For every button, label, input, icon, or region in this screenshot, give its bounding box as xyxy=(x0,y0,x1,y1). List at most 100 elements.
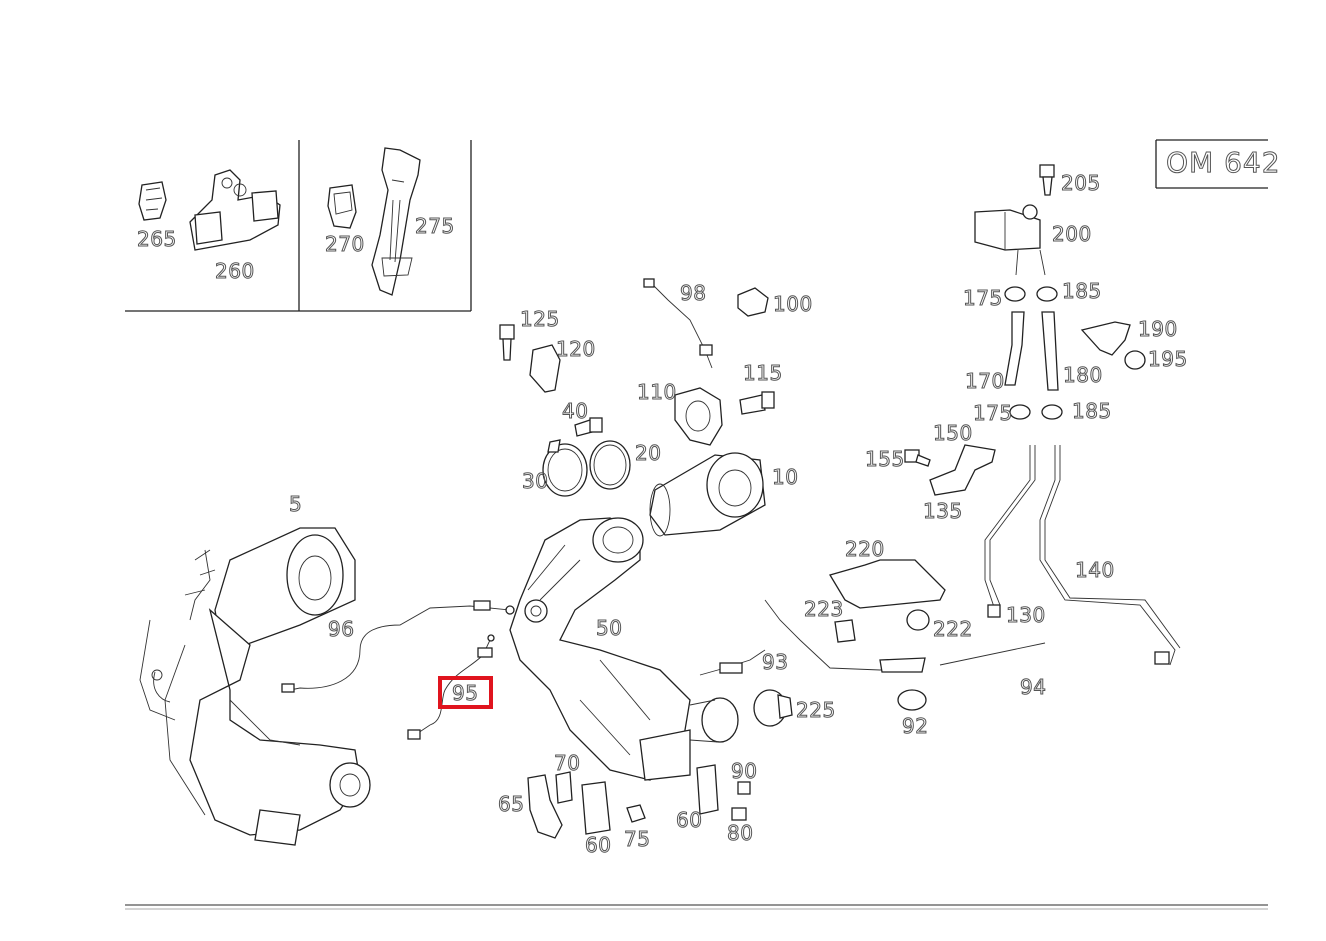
label-60-b[interactable]: 60 xyxy=(676,808,703,833)
label-40[interactable]: 40 xyxy=(562,399,589,424)
part-260-bracket[interactable] xyxy=(189,169,281,251)
label-20[interactable]: 20 xyxy=(635,441,662,466)
part-20-gasket[interactable] xyxy=(589,440,631,490)
part-223-clip[interactable] xyxy=(834,619,856,643)
label-115[interactable]: 115 xyxy=(743,361,783,386)
label-120[interactable]: 120 xyxy=(556,337,596,362)
label-200[interactable]: 200 xyxy=(1052,222,1092,247)
inset-panels xyxy=(125,140,472,312)
part-195-nut[interactable] xyxy=(1124,350,1146,370)
label-275[interactable]: 275 xyxy=(415,214,455,239)
part-75-nut[interactable] xyxy=(626,804,646,823)
label-90[interactable]: 90 xyxy=(731,759,758,784)
label-96[interactable]: 96 xyxy=(328,617,355,642)
label-65[interactable]: 65 xyxy=(498,792,525,817)
label-125[interactable]: 125 xyxy=(520,307,560,332)
part-190-bracket[interactable] xyxy=(1080,321,1131,356)
label-5[interactable]: 5 xyxy=(289,492,303,517)
part-93-sensor[interactable] xyxy=(699,649,766,676)
part-110-flange-gasket[interactable] xyxy=(674,387,723,446)
label-185-a[interactable]: 185 xyxy=(1062,279,1102,304)
highlight-box-95 xyxy=(438,676,493,709)
label-60-a[interactable]: 60 xyxy=(585,833,612,858)
label-205[interactable]: 205 xyxy=(1061,171,1101,196)
label-155[interactable]: 155 xyxy=(865,447,905,472)
label-75[interactable]: 75 xyxy=(624,827,651,852)
part-90-bolt[interactable] xyxy=(737,781,751,795)
label-223[interactable]: 223 xyxy=(804,597,844,622)
label-260[interactable]: 260 xyxy=(215,259,255,284)
label-95[interactable]: 95 xyxy=(452,681,479,706)
label-190[interactable]: 190 xyxy=(1138,317,1178,342)
label-130[interactable]: 130 xyxy=(1006,603,1046,628)
label-180[interactable]: 180 xyxy=(1063,363,1103,388)
part-270-clip[interactable] xyxy=(327,184,357,229)
part-120-bracket[interactable] xyxy=(529,344,561,393)
label-140[interactable]: 140 xyxy=(1075,558,1115,583)
label-92[interactable]: 92 xyxy=(902,714,929,739)
label-185-b[interactable]: 185 xyxy=(1072,399,1112,424)
part-65-bracket[interactable] xyxy=(527,774,563,839)
label-80[interactable]: 80 xyxy=(727,821,754,846)
label-225[interactable]: 225 xyxy=(796,698,836,723)
label-220[interactable]: 220 xyxy=(845,537,885,562)
label-30[interactable]: 30 xyxy=(522,469,549,494)
part-10-catalytic-converter[interactable] xyxy=(649,452,766,537)
part-98-sensor[interactable] xyxy=(643,278,713,369)
label-100[interactable]: 100 xyxy=(773,292,813,317)
part-200-pressure-sensor[interactable] xyxy=(974,204,1046,276)
part-185b-clamp[interactable] xyxy=(1041,404,1063,420)
part-222-nut[interactable] xyxy=(906,609,930,631)
part-275-heatshield[interactable] xyxy=(371,147,421,296)
label-10[interactable]: 10 xyxy=(772,465,799,490)
part-150-135-bracket[interactable] xyxy=(929,444,996,496)
part-175a-clamp[interactable] xyxy=(1004,286,1026,302)
label-150[interactable]: 150 xyxy=(933,421,973,446)
part-94-rod[interactable] xyxy=(939,642,1046,666)
label-93[interactable]: 93 xyxy=(762,650,789,675)
label-98[interactable]: 98 xyxy=(680,281,707,306)
part-80-bolt[interactable] xyxy=(731,807,747,821)
part-30-clamp[interactable] xyxy=(542,439,588,497)
part-265-clip[interactable] xyxy=(138,181,167,221)
label-135[interactable]: 135 xyxy=(923,499,963,524)
cable-harness[interactable] xyxy=(764,599,926,673)
part-175b-clamp[interactable] xyxy=(1009,404,1031,420)
part-5-dpf-assembly[interactable] xyxy=(139,527,371,846)
label-265[interactable]: 265 xyxy=(137,227,177,252)
label-175-a[interactable]: 175 xyxy=(963,286,1003,311)
part-70-clip[interactable] xyxy=(555,771,573,804)
model-code: OM 642 xyxy=(1166,146,1281,179)
part-92-nut[interactable] xyxy=(897,689,927,711)
label-195[interactable]: 195 xyxy=(1148,347,1188,372)
label-175-b[interactable]: 175 xyxy=(973,401,1013,426)
part-115-bolt[interactable] xyxy=(739,391,775,415)
part-95-temp-sensor[interactable] xyxy=(407,634,495,740)
part-220-bracket[interactable] xyxy=(829,559,946,609)
part-170-hose[interactable] xyxy=(1004,311,1025,386)
part-155-bolt[interactable] xyxy=(904,449,931,467)
model-box: OM 642 xyxy=(1155,139,1281,189)
label-170[interactable]: 170 xyxy=(965,369,1005,394)
part-100-clip[interactable] xyxy=(737,287,769,317)
part-40-bolt[interactable] xyxy=(574,417,603,437)
part-60b-bracket[interactable] xyxy=(696,764,719,815)
part-50-catalyst-pipe[interactable] xyxy=(509,517,739,781)
label-50[interactable]: 50 xyxy=(596,616,623,641)
label-70[interactable]: 70 xyxy=(554,751,581,776)
bottom-rule xyxy=(125,904,1268,910)
part-205-bolt[interactable] xyxy=(1039,164,1055,196)
label-94[interactable]: 94 xyxy=(1020,675,1047,700)
label-110[interactable]: 110 xyxy=(637,380,677,405)
part-125-bolt[interactable] xyxy=(499,324,515,361)
part-180-hose[interactable] xyxy=(1041,311,1059,391)
label-222[interactable]: 222 xyxy=(933,617,973,642)
part-60a-bracket[interactable] xyxy=(581,781,611,835)
part-96-temp-sensor[interactable] xyxy=(281,600,515,693)
part-130-140-pipes[interactable] xyxy=(984,445,1181,666)
part-225-clamp[interactable] xyxy=(753,689,793,727)
part-185a-clamp[interactable] xyxy=(1036,286,1058,302)
label-270[interactable]: 270 xyxy=(325,232,365,257)
callout-labels: 265 260 270 275 205 200 175 185 190 195 … xyxy=(137,171,1188,858)
